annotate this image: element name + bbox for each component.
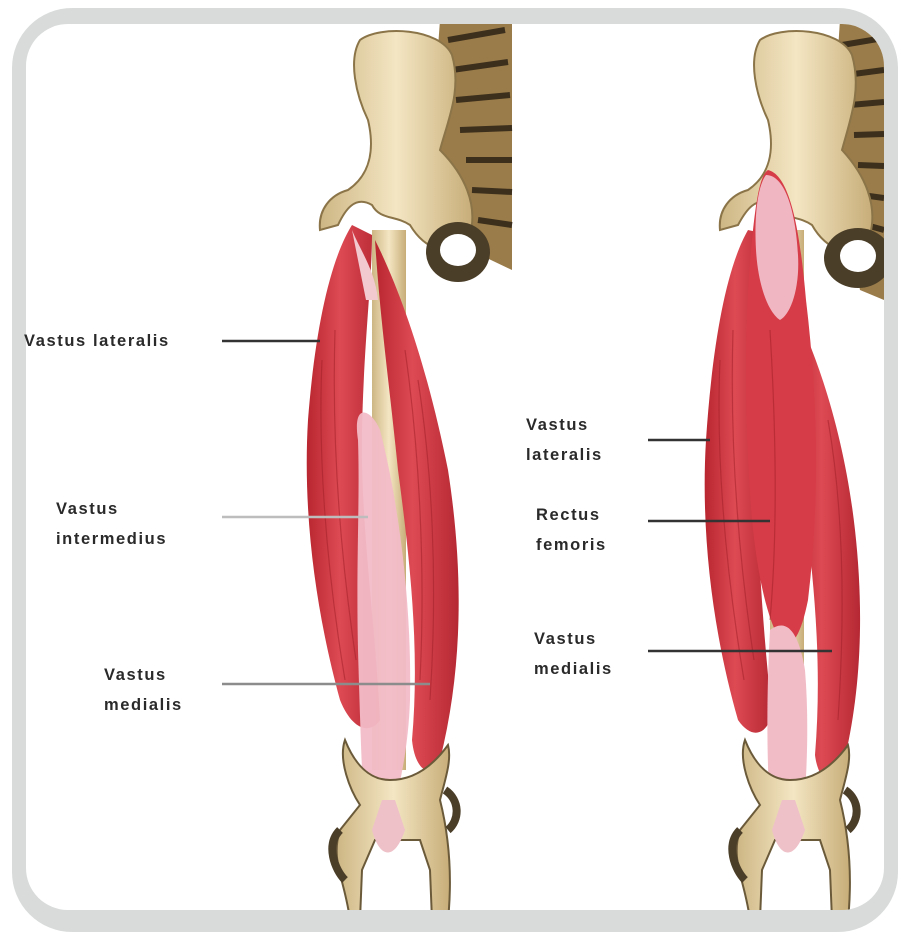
label-line-1: Rectus xyxy=(536,500,607,530)
label-left-vastus-lateralis: Vastus lateralis xyxy=(24,326,170,356)
label-text: Vastus lateralis xyxy=(24,326,170,356)
label-left-vastus-intermedius: Vastus intermedius xyxy=(56,494,167,554)
label-right-vastus-lateralis: Vastus lateralis xyxy=(526,410,603,470)
label-line-1: Vastus xyxy=(56,494,167,524)
right-figure xyxy=(705,20,892,920)
label-line-2: medialis xyxy=(104,690,183,720)
label-line-1: Vastus xyxy=(534,624,613,654)
label-line-2: intermedius xyxy=(56,524,167,554)
label-line-2: lateralis xyxy=(526,440,603,470)
left-figure xyxy=(307,20,512,920)
label-left-vastus-medialis: Vastus medialis xyxy=(104,660,183,720)
label-right-vastus-medialis: Vastus medialis xyxy=(534,624,613,684)
label-line-2: femoris xyxy=(536,530,607,560)
label-line-1: Vastus xyxy=(104,660,183,690)
label-line-1: Vastus xyxy=(526,410,603,440)
label-line-2: medialis xyxy=(534,654,613,684)
label-right-rectus-femoris: Rectus femoris xyxy=(536,500,607,560)
